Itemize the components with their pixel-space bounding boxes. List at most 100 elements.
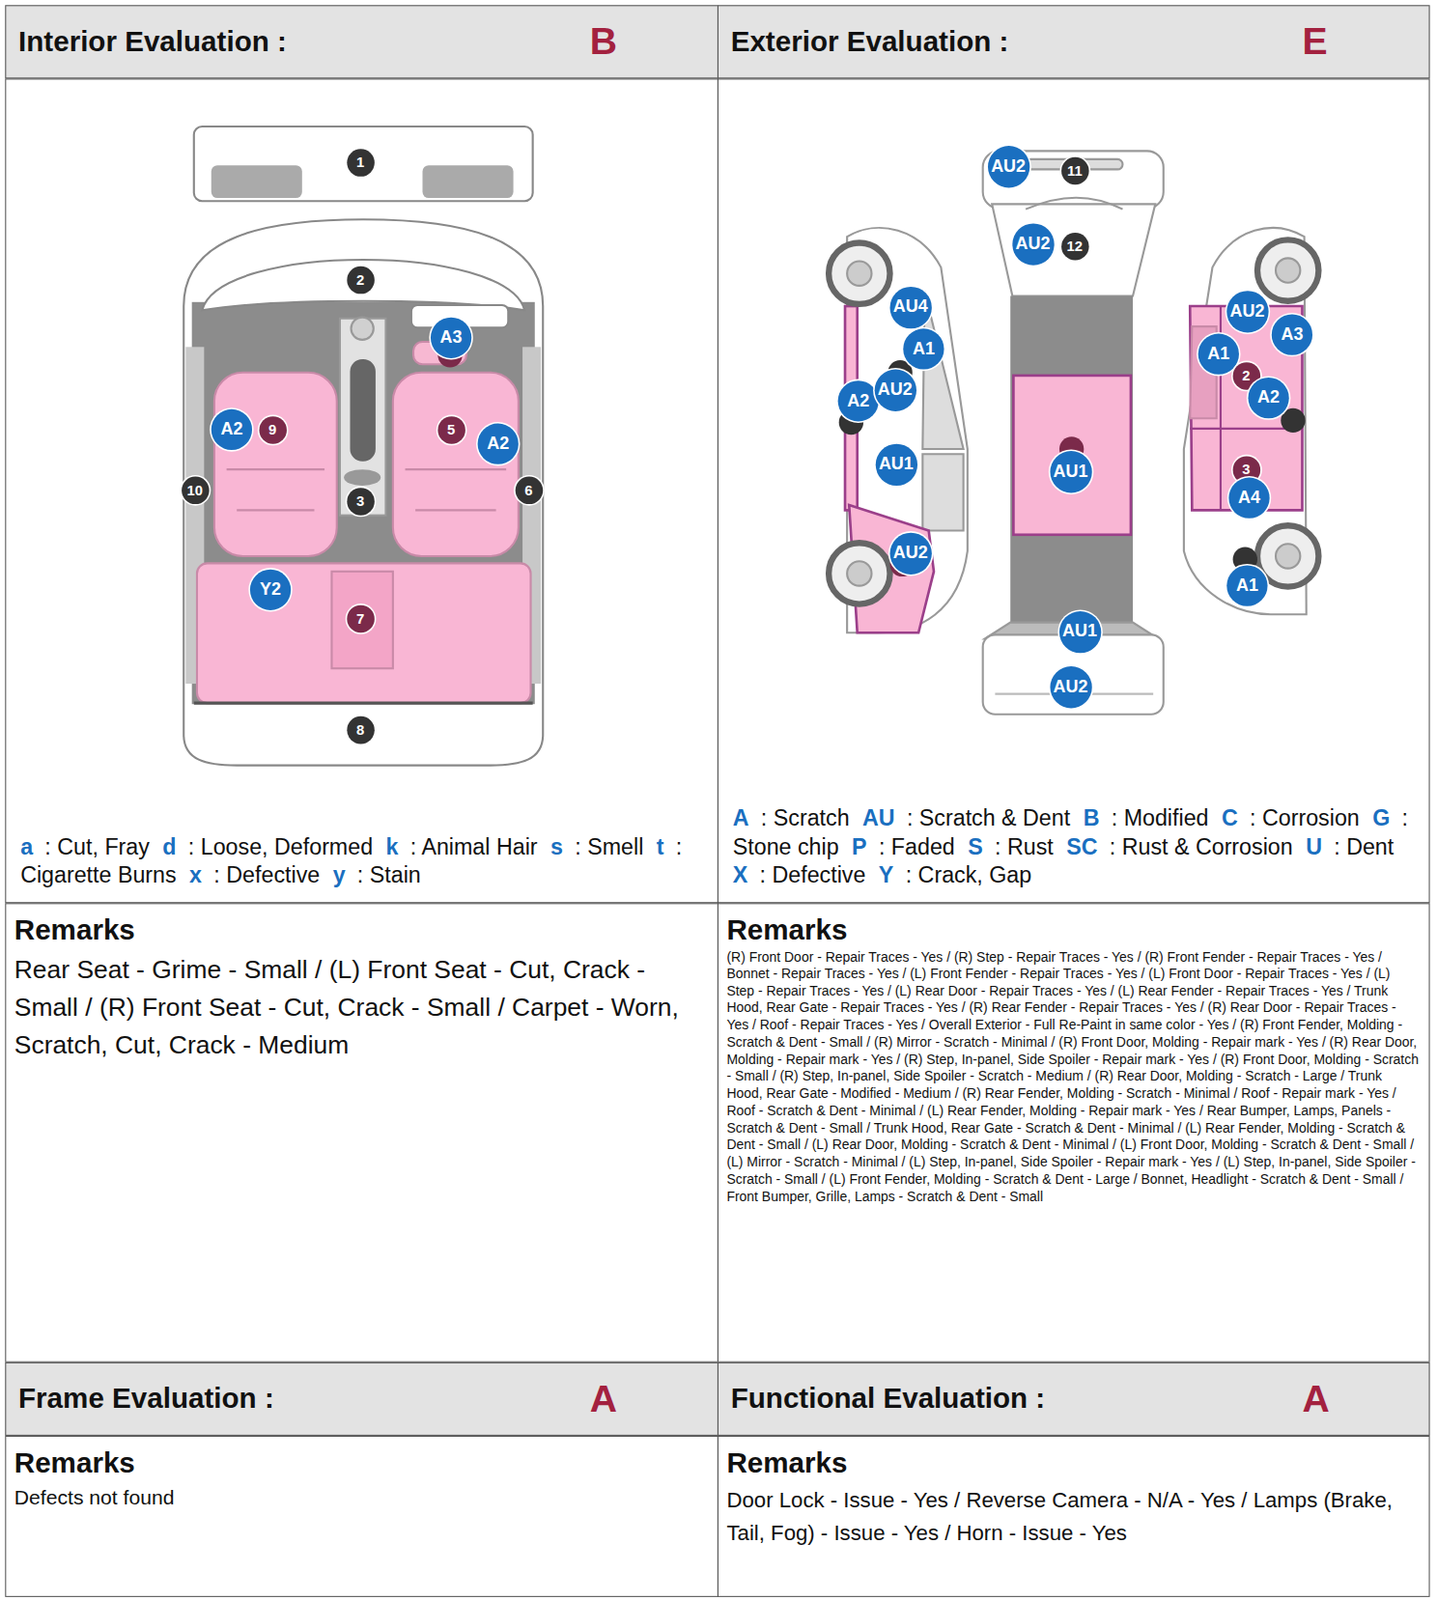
defect-code: AU1 (878, 453, 914, 475)
callout-number: 5 (437, 416, 466, 445)
callout-text: 3 (356, 492, 365, 509)
header-bar: Functional Evaluation : A (717, 1362, 1431, 1437)
legend-code: SC (1066, 834, 1098, 860)
legend-code: A (732, 805, 750, 831)
callout-text: 11 (1067, 162, 1083, 179)
callout-number: 9 (258, 416, 287, 445)
defect-code: AU2 (893, 542, 929, 564)
remarks-heading: Remarks (14, 914, 718, 948)
evaluation-title: Exterior Evaluation : (731, 25, 1010, 58)
legend-text: : Corrosion (1249, 805, 1360, 831)
legend-code: S (967, 834, 984, 860)
legend-text: : Defective (213, 862, 320, 888)
legend-code: x (189, 862, 202, 888)
legend-text: : Rust (994, 834, 1054, 860)
diagram-panel: a : Cut, Fray d : Loose, Deformed k : An… (4, 78, 719, 903)
remarks-heading: Remarks (14, 1447, 718, 1481)
legend-text: : Scratch & Dent (906, 805, 1071, 831)
header-bar: Frame Evaluation :A (4, 1362, 719, 1437)
defect-code: A2 (220, 419, 243, 440)
remarks-text: Door Lock - Issue - Yes / Reverse Camera… (726, 1484, 1421, 1550)
defect-badge: Y2 (250, 569, 291, 611)
defect-badge: AU2 (1012, 223, 1054, 265)
defect-code: AU2 (990, 156, 1026, 177)
callout-number: 11 (1061, 156, 1090, 185)
legend-code: B (1083, 805, 1100, 831)
callout-text: 7 (356, 610, 365, 627)
defect-badge: A2 (211, 409, 253, 451)
defect-badge: A3 (430, 317, 472, 359)
defect-badge: AU2 (889, 532, 931, 574)
exterior-car-left (828, 227, 968, 633)
legend-text: : Cut, Fray (44, 834, 150, 860)
defect-badge: AU1 (874, 443, 917, 485)
defect-code: A2 (1257, 388, 1280, 409)
defect-badge: AU1 (1049, 450, 1092, 493)
legend-code: AU (862, 805, 896, 831)
defect-code: A3 (1280, 324, 1303, 345)
remarks-text: (R) Front Door - Repair Traces - Yes / (… (726, 949, 1421, 1207)
exterior-car-top (983, 150, 1164, 714)
callout-number: 7 (346, 604, 375, 633)
remarks-heading: Remarks (726, 1447, 1429, 1481)
defect-badge: A1 (902, 328, 944, 369)
exterior-car-right (1183, 227, 1319, 615)
callout-text: 6 (524, 481, 533, 499)
legend-text: : Loose, Deformed (188, 834, 373, 860)
grade-letter: B (590, 20, 618, 63)
legend-code: P (851, 834, 868, 860)
remarks-panel: Remarks(R) Front Door - Repair Traces - … (717, 902, 1431, 1363)
legend-code: t (656, 834, 665, 860)
remarks-text: Rear Seat - Grime - Small / (L) Front Se… (14, 951, 710, 1063)
defect-badge: AU2 (1226, 290, 1268, 333)
defect-badge: A3 (1271, 313, 1313, 355)
defect-code: AU1 (1053, 461, 1089, 482)
defect-code: A1 (1207, 343, 1230, 365)
legend-block: a : Cut, Fray d : Loose, Deformed k : An… (20, 832, 707, 890)
defect-code: A3 (440, 327, 463, 348)
callout-number: 8 (346, 715, 375, 744)
defect-code: A2 (846, 391, 870, 412)
header-bar: Interior Evaluation : B (4, 4, 719, 79)
callout-text: 8 (356, 721, 365, 738)
evaluation-title: Frame Evaluation : (18, 1382, 275, 1416)
legend-code: k (386, 834, 399, 860)
legend-text: : Crack, Gap (905, 862, 1032, 888)
callout-number: 1 (346, 148, 375, 177)
defect-badge: A4 (1228, 478, 1269, 519)
defect-badge: A2 (838, 380, 879, 422)
legend-code: a (20, 834, 33, 860)
evaluation-title: Functional Evaluation : (731, 1382, 1046, 1416)
legend-code: Y (878, 862, 895, 888)
legend-block: A : Scratch AU : Scratch & Dent B : Modi… (732, 804, 1419, 891)
remarks-panel: RemarksRear Seat - Grime - Small / (L) F… (4, 902, 719, 1363)
defect-code: AU1 (1062, 621, 1098, 643)
evaluation-title: Interior Evaluation : (18, 25, 287, 58)
callout-text: 3 (1241, 461, 1250, 479)
callout-text: 9 (268, 421, 277, 438)
defect-badge: AU4 (889, 285, 931, 328)
defect-badge: A2 (478, 423, 519, 465)
legend-text: : Scratch (760, 805, 850, 831)
legend-code: U (1305, 834, 1323, 860)
callout-text: 10 (187, 481, 203, 499)
legend-code: d (162, 834, 176, 860)
defect-code: A1 (912, 338, 935, 360)
defect-code: AU2 (1053, 676, 1089, 698)
defect-code: AU2 (1229, 301, 1265, 322)
defect-code: AU2 (877, 379, 913, 400)
legend-text: : Modified (1111, 805, 1210, 831)
defect-code: A2 (486, 433, 509, 454)
grade-letter: A (1301, 1378, 1329, 1421)
remarks-heading: Remarks (726, 914, 1429, 948)
defect-badge: A2 (1247, 377, 1289, 419)
legend-code: s (550, 834, 564, 860)
remarks-panel: RemarksDoor Lock - Issue - Yes / Reverse… (717, 1436, 1431, 1598)
callout-text: 1 (356, 154, 365, 171)
legend-text: : Smell (574, 834, 644, 860)
callout-text: 2 (356, 271, 365, 288)
defect-badge: AU2 (873, 368, 916, 411)
legend-code: y (333, 862, 346, 888)
remarks-text: Defects not found (14, 1484, 710, 1511)
